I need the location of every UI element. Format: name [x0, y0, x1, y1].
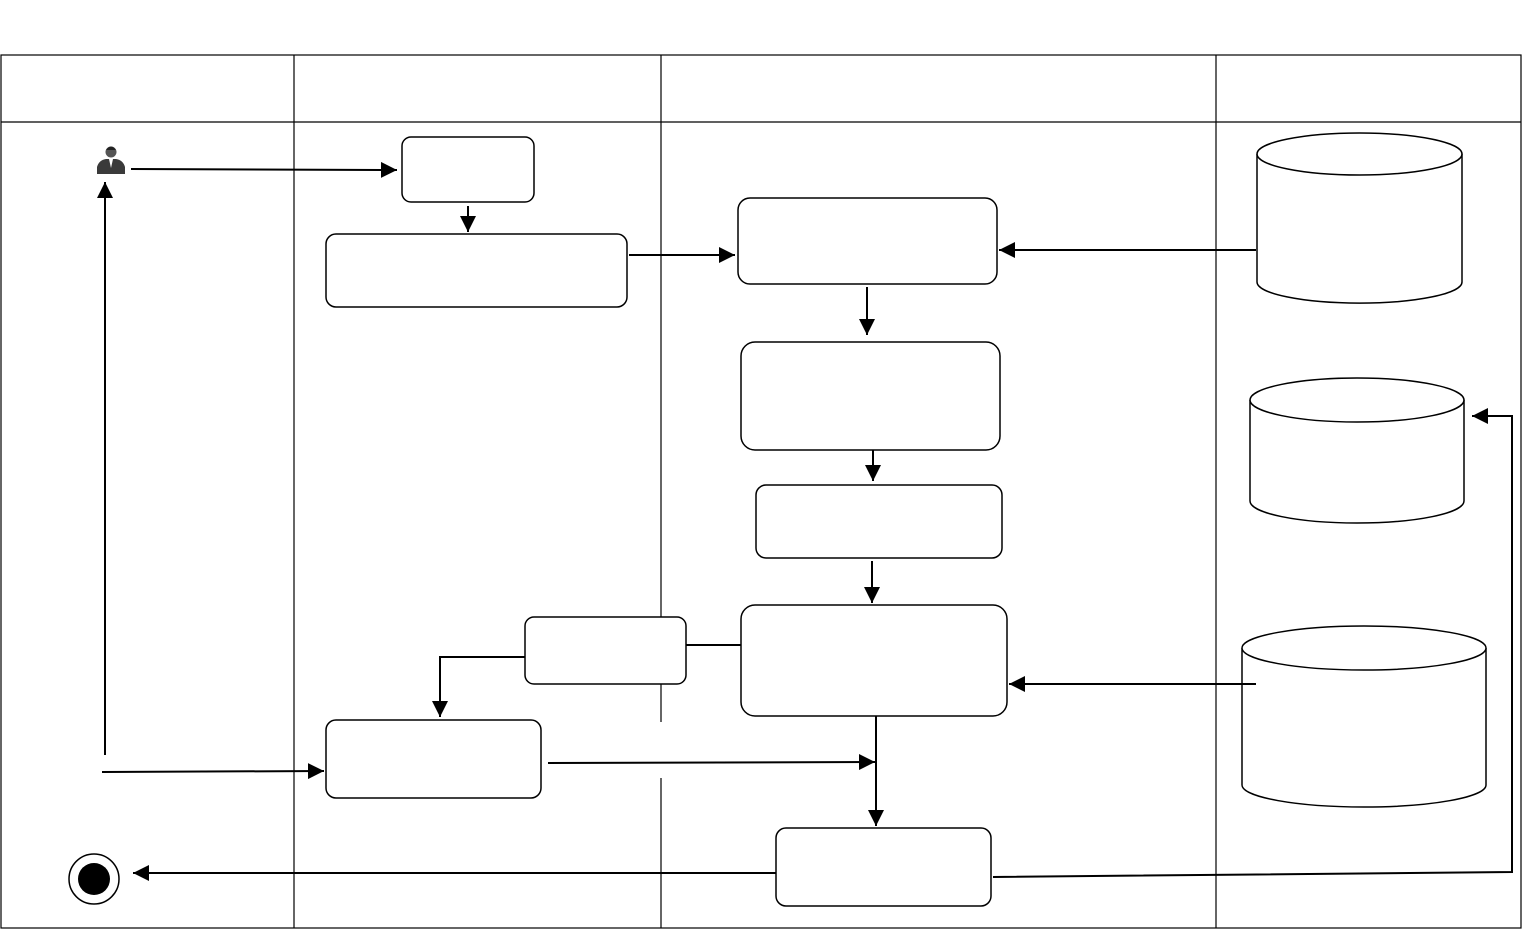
end-node [68, 853, 120, 905]
start-box [401, 136, 535, 203]
swimlane-frame [0, 54, 1522, 929]
database-3 [1241, 625, 1487, 808]
database-1 [1256, 132, 1463, 304]
lane2-bottom-box [325, 719, 542, 799]
lane3-final-box [775, 827, 992, 907]
lane3-box-4 [740, 604, 1008, 717]
arrow-small-box-to-bottom-box [432, 656, 525, 717]
user-icon [97, 146, 125, 174]
database-2 [1249, 377, 1465, 524]
lane-border [0, 54, 1522, 929]
arrow-lane1-to-bottom-box [101, 763, 325, 780]
arrow-final-box-to-db2 [992, 408, 1513, 878]
lane3-box-3 [755, 484, 1003, 559]
arrow-actor-to-start [130, 161, 398, 178]
lane3-box-2 [740, 341, 1001, 451]
lane2-box-1 [325, 233, 628, 308]
lane3-box-1 [737, 197, 998, 285]
arrow-bottom-box-to-lane3 [547, 754, 876, 771]
lane2-small-box [524, 616, 687, 685]
